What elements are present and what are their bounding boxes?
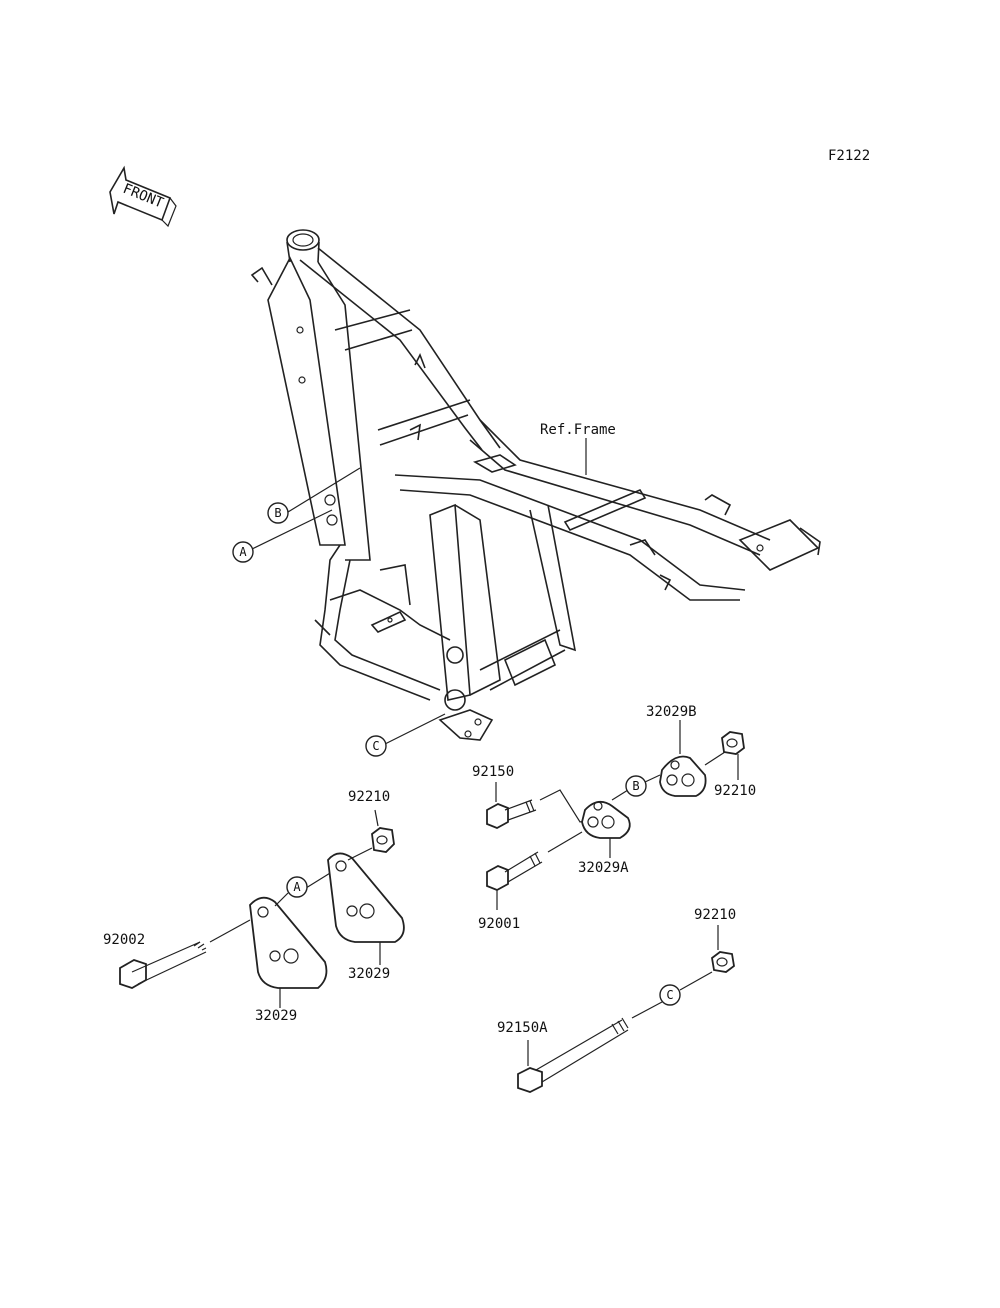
bolt-92001: [486, 851, 543, 891]
label-92150: 92150: [472, 764, 514, 780]
label-92210-top: 92210: [348, 789, 390, 805]
label-32029-front: 32029: [348, 966, 390, 982]
motorcycle-frame: [250, 229, 821, 741]
nut-92210-right: [721, 731, 745, 755]
callout-b-frame: B: [267, 467, 361, 524]
plate-32029-back: [249, 896, 328, 989]
label-92210-bottom: 92210: [694, 907, 736, 923]
callout-a-frame: A: [232, 509, 333, 563]
callout-b-right: B: [611, 774, 661, 801]
svg-text:A: A: [239, 545, 247, 559]
label-92150A: 92150A: [497, 1020, 548, 1036]
nut-92210-top: [371, 827, 395, 853]
bolt-92002: [119, 941, 207, 989]
svg-text:C: C: [666, 988, 673, 1002]
callout-a-left: A: [286, 869, 336, 898]
svg-text:B: B: [632, 779, 639, 793]
plate-32029B: [659, 755, 707, 797]
bolt-92150A: [517, 1017, 629, 1093]
label-92210-right: 92210: [714, 783, 756, 799]
label-92002: 92002: [103, 932, 145, 948]
figure-id: F2122: [828, 148, 870, 164]
label-32029B: 32029B: [646, 704, 697, 720]
plate-32029A: [581, 800, 631, 839]
label-32029A: 32029A: [578, 860, 629, 876]
nut-92210-bottom: [711, 951, 735, 973]
callout-c-bottom: C: [631, 971, 713, 1019]
label-92001: 92001: [478, 916, 520, 932]
bolt-92150: [486, 799, 537, 829]
plate-32029-front: [327, 852, 405, 943]
svg-text:B: B: [274, 506, 281, 520]
callout-c-frame: C: [365, 713, 446, 757]
ref-frame-label: Ref.Frame: [540, 422, 616, 438]
label-32029-back: 32029: [255, 1008, 297, 1024]
front-arrow-label: FRONT: [121, 181, 167, 212]
svg-text:C: C: [372, 739, 379, 753]
svg-text:A: A: [293, 880, 301, 894]
front-arrow-icon: FRONT: [109, 165, 177, 228]
